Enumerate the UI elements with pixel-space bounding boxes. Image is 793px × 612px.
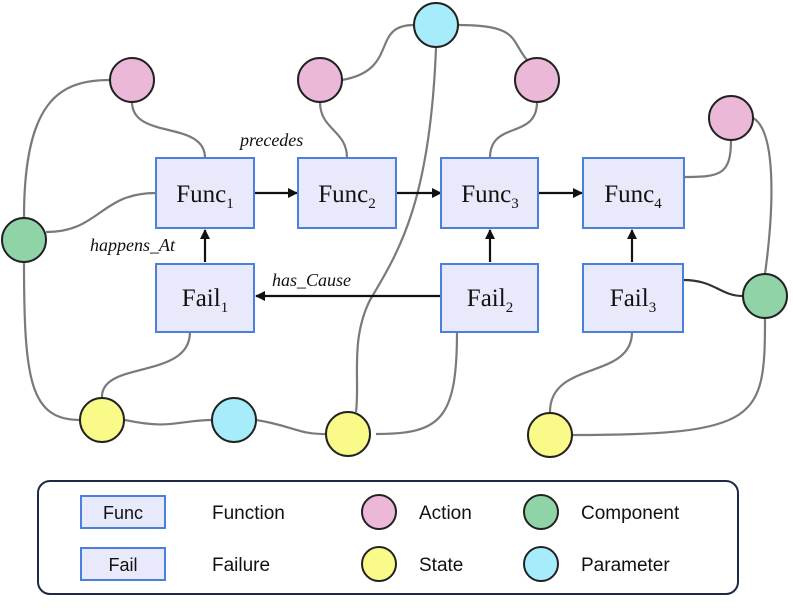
node-func2: Func2 [297, 157, 397, 229]
action-node-2 [297, 57, 343, 103]
legend-state-swatch [361, 546, 397, 582]
edge-action2-func2 [318, 101, 349, 159]
svg-text:Func3: Func3 [461, 181, 519, 212]
svg-text:Func1: Func1 [176, 181, 234, 212]
legend-component-label: Component [581, 503, 680, 524]
component-node-2 [742, 273, 788, 319]
svg-text:Fail2: Fail2 [467, 285, 513, 316]
edge-fail2-state2 [375, 331, 459, 436]
svg-text:Func4: Func4 [604, 181, 662, 212]
node-fail3-base: Fail [610, 285, 649, 312]
edge-fail1-state1 [100, 331, 192, 399]
edge-action4-component2 [752, 117, 773, 275]
node-func4-sub: 4 [654, 196, 662, 212]
legend-failure-label: Failure [212, 555, 270, 576]
edge-state1-param2 [124, 418, 213, 426]
svg-text:Func2: Func2 [318, 181, 376, 212]
node-fail3-sub: 3 [649, 300, 657, 316]
legend-action-swatch [361, 494, 397, 530]
state-node-1 [79, 397, 125, 443]
parameter-node-2 [211, 397, 257, 443]
edge-component1-action1 [22, 78, 111, 219]
connector-lines [22, 23, 773, 437]
node-fail2-sub: 2 [506, 300, 514, 316]
edge-param1-action3 [457, 23, 528, 61]
legend-action-label: Action [419, 503, 472, 524]
edge-param1-state2 [354, 47, 438, 413]
legend-frame [37, 480, 739, 595]
node-func4: Func4 [582, 157, 685, 229]
legend-state-label: State [419, 555, 463, 576]
legend-component-swatch [523, 494, 559, 530]
node-fail3: Fail3 [582, 263, 684, 333]
node-fail1: Fail1 [155, 263, 255, 333]
legend: Func Function Fail Failure Action State … [37, 480, 739, 595]
legend-func-box [80, 495, 166, 529]
edge-action2-param1 [341, 23, 415, 82]
node-fail1-base: Fail [182, 285, 221, 312]
edge-component1-func1 [45, 191, 157, 234]
node-fail2-base: Fail [467, 285, 506, 312]
legend-fail-box [80, 547, 166, 581]
edge-fail3-state3 [548, 331, 634, 413]
node-func1-base: Func [176, 181, 226, 208]
edge-action3-func3 [488, 101, 539, 159]
node-func2-sub: 2 [368, 196, 376, 212]
state-node-3 [527, 412, 573, 458]
edge-fail3-component2 [682, 278, 744, 298]
label-has-cause: has_Cause [272, 270, 351, 290]
edge-action4-func4 [683, 139, 733, 179]
action-node-3 [514, 57, 560, 103]
edge-component1-state1 [22, 261, 81, 422]
action-node-4 [708, 95, 754, 141]
legend-func-box-label: Func [103, 503, 143, 523]
component-node-1 [1, 217, 47, 263]
edge-param2-state2 [255, 418, 327, 436]
legend-parameter-label: Parameter [581, 555, 670, 576]
relation-arrows [200, 188, 637, 301]
legend-function-label: Function [212, 503, 285, 524]
label-happens-at: happens_At [90, 235, 176, 255]
action-node-1 [109, 57, 155, 103]
node-func3-sub: 3 [511, 196, 519, 212]
node-fail1-sub: 1 [221, 300, 229, 316]
node-func1-sub: 1 [226, 196, 234, 212]
edge-action1-func1 [130, 101, 207, 159]
legend-parameter-swatch [523, 546, 559, 582]
node-func2-base: Func [318, 181, 368, 208]
node-func4-base: Func [604, 181, 654, 208]
node-func3-base: Func [461, 181, 511, 208]
legend-fail-box-label: Fail [108, 555, 137, 575]
label-precedes: precedes [238, 130, 303, 150]
parameter-node-1 [413, 2, 459, 48]
node-func1: Func1 [155, 157, 255, 229]
state-node-2 [325, 411, 371, 457]
svg-text:Fail1: Fail1 [182, 285, 228, 316]
node-fail2: Fail2 [440, 263, 539, 333]
edge-component2-state3 [569, 317, 767, 437]
svg-text:Fail3: Fail3 [610, 285, 656, 316]
node-func3: Func3 [440, 157, 539, 229]
